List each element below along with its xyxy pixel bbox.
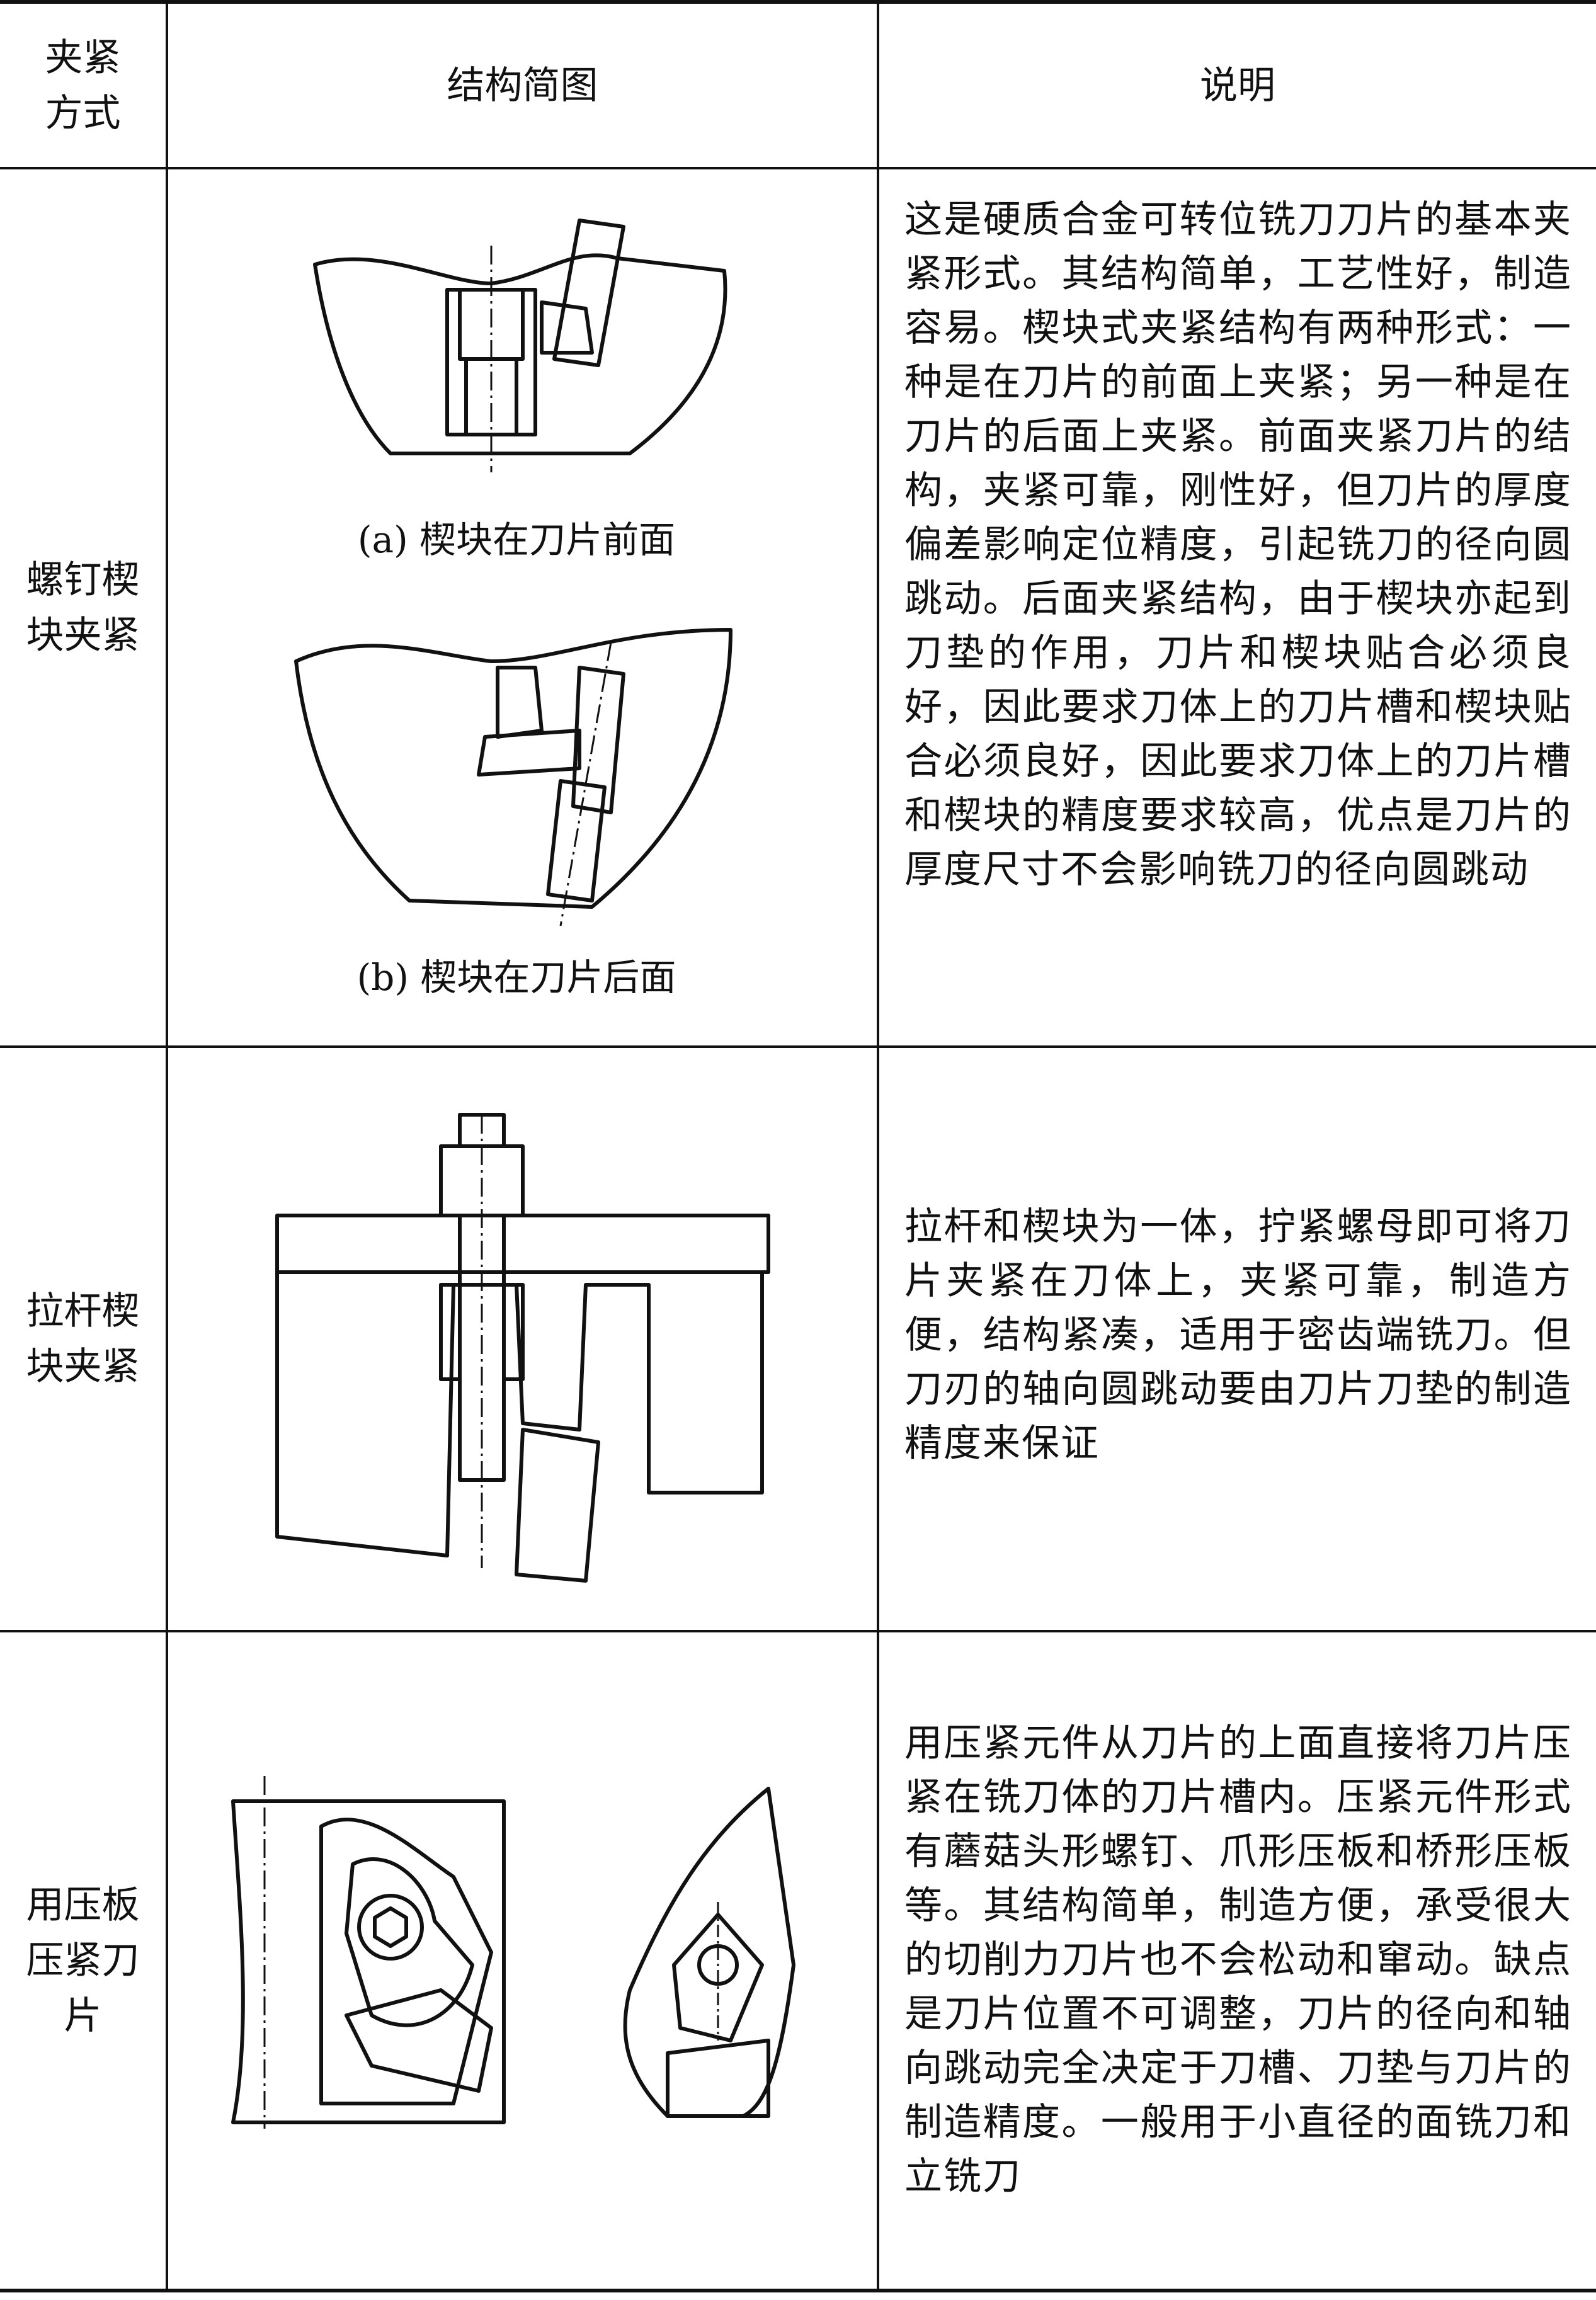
header-method-label: 夹紧方式 — [45, 35, 121, 135]
insert — [552, 219, 625, 367]
insert — [515, 1428, 600, 1583]
spring — [439, 1283, 525, 1381]
row-divider — [0, 1630, 1596, 1632]
diagram-wedge-back — [294, 628, 732, 926]
wedge — [540, 300, 594, 355]
method-label: 拉杆楔块夹紧 — [26, 1289, 140, 1389]
method-cell: 拉杆楔块夹紧 — [0, 1048, 166, 1630]
screw-head — [357, 1894, 424, 1961]
clamp-plate-side — [672, 1913, 764, 2042]
cutter-body — [313, 253, 727, 455]
header-diagram: 结构简图 — [168, 4, 877, 167]
description-text: 这是硬质合金可转位铣刀刀片的基本夹紧形式。其结构简单，工艺性好，制造容易。楔块式… — [904, 198, 1572, 892]
diagram-wedge-front — [313, 219, 727, 472]
wedge — [477, 729, 581, 777]
column-divider — [877, 0, 879, 2292]
cutter-body-left — [231, 1799, 506, 2124]
center-line — [559, 642, 612, 926]
table-border-bottom — [0, 2289, 1596, 2292]
table-border-top — [0, 0, 1596, 4]
row-divider — [0, 167, 1596, 169]
figure-caption-b: (b) 楔块在刀片后面 — [356, 956, 676, 999]
screw-upper — [571, 666, 625, 814]
description-text: 拉杆和楔块为一体，拧紧螺母即可将刀片夹紧在刀体上，夹紧可靠，制造方便，结构紧凑，… — [904, 1205, 1572, 1466]
method-cell: 螺钉楔块夹紧 — [0, 169, 166, 1045]
screw-head-side — [697, 1944, 739, 1986]
hex-socket — [373, 1906, 408, 1948]
method-label: 螺钉楔块夹紧 — [26, 557, 140, 658]
figure-caption-a: (a) 楔块在刀片前面 — [357, 518, 676, 561]
top-plate — [275, 1214, 770, 1274]
method-cell: 用压板压紧刀片 — [0, 1632, 166, 2289]
cutter-body — [294, 628, 732, 909]
method-label: 用压板压紧刀片 — [26, 1883, 140, 2038]
clamp-plate — [345, 1857, 474, 2027]
header-description: 说明 — [879, 4, 1596, 167]
cutter-body — [275, 1270, 764, 1557]
column-divider — [166, 0, 168, 2292]
description-text: 用压紧元件从刀片的上面直接将刀片压紧在铣刀体的刀片槽内。压紧元件形式有蘑菇头形螺… — [904, 1721, 1572, 2199]
cutter-body-right — [623, 1787, 795, 2118]
insert-side — [666, 2039, 770, 2118]
insert — [345, 1988, 493, 2093]
header-method: 夹紧方式 — [0, 4, 166, 167]
diagram-pull-rod — [275, 1113, 770, 1583]
header-description-label: 说明 — [1200, 63, 1275, 108]
insert — [496, 666, 544, 739]
header-diagram-label: 结构简图 — [447, 63, 598, 108]
clamp-pocket — [319, 1818, 493, 2105]
diagram-clamp-plate — [231, 1776, 795, 2129]
screw-lower — [546, 779, 607, 902]
row-divider — [0, 1045, 1596, 1048]
